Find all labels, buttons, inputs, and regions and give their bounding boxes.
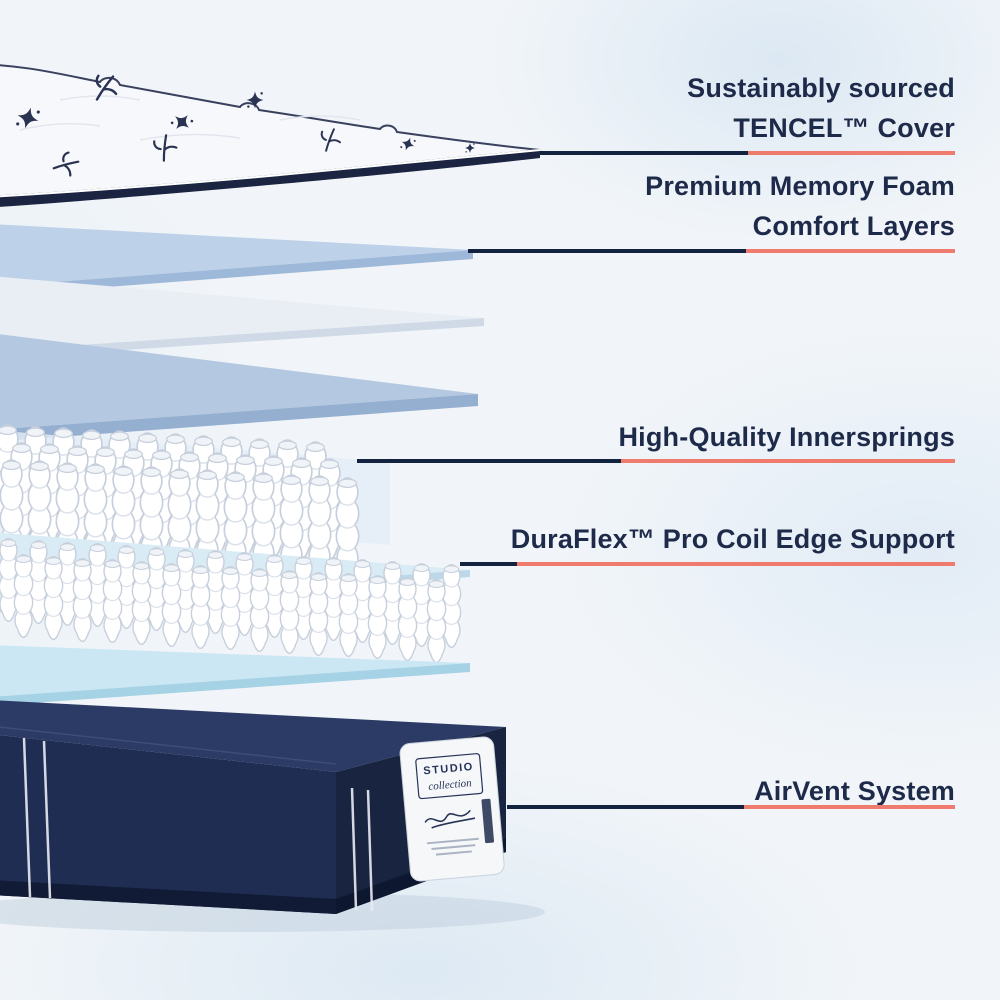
- base-box: STUDIO collection: [0, 700, 506, 914]
- leader-line-navy: [540, 151, 748, 155]
- leader-line-coral: [621, 459, 955, 463]
- leader-line-navy: [460, 562, 517, 566]
- leader-line-coral: [746, 249, 955, 253]
- tag-brand-text: STUDIO: [423, 761, 474, 777]
- leader-line-coral: [744, 805, 955, 809]
- foundation-layer: [0, 645, 470, 706]
- callout-text-line: AirVent System: [754, 776, 955, 806]
- label-tag: STUDIO collection: [399, 736, 505, 882]
- leader-line-coral: [517, 562, 955, 566]
- tag-collection-text: collection: [428, 777, 473, 793]
- base-piping-stripes: [22, 737, 374, 912]
- leader-line-navy: [507, 805, 744, 809]
- leader-line-coral: [748, 151, 955, 155]
- leader-line-navy: [357, 459, 621, 463]
- callout-text-line: DuraFlex™ Pro Coil Edge Support: [510, 524, 955, 554]
- memory-foam-layer-3: [0, 334, 478, 442]
- callout-text-line: Sustainably sourced: [687, 73, 955, 103]
- leader-line-navy: [468, 249, 746, 253]
- tag-signature: [424, 809, 476, 829]
- memory-foam-layer-1: [0, 224, 473, 296]
- callout-text-line: High-Quality Innersprings: [618, 422, 955, 452]
- innerspring-coils: [0, 424, 390, 580]
- callout-text-line: TENCEL™ Cover: [733, 113, 955, 143]
- tencel-cover-layer: [0, 64, 541, 207]
- callout-text-line: Comfort Layers: [752, 211, 955, 241]
- comfort-layer-2: [0, 276, 484, 359]
- callout-text-line: Premium Memory Foam: [645, 171, 955, 201]
